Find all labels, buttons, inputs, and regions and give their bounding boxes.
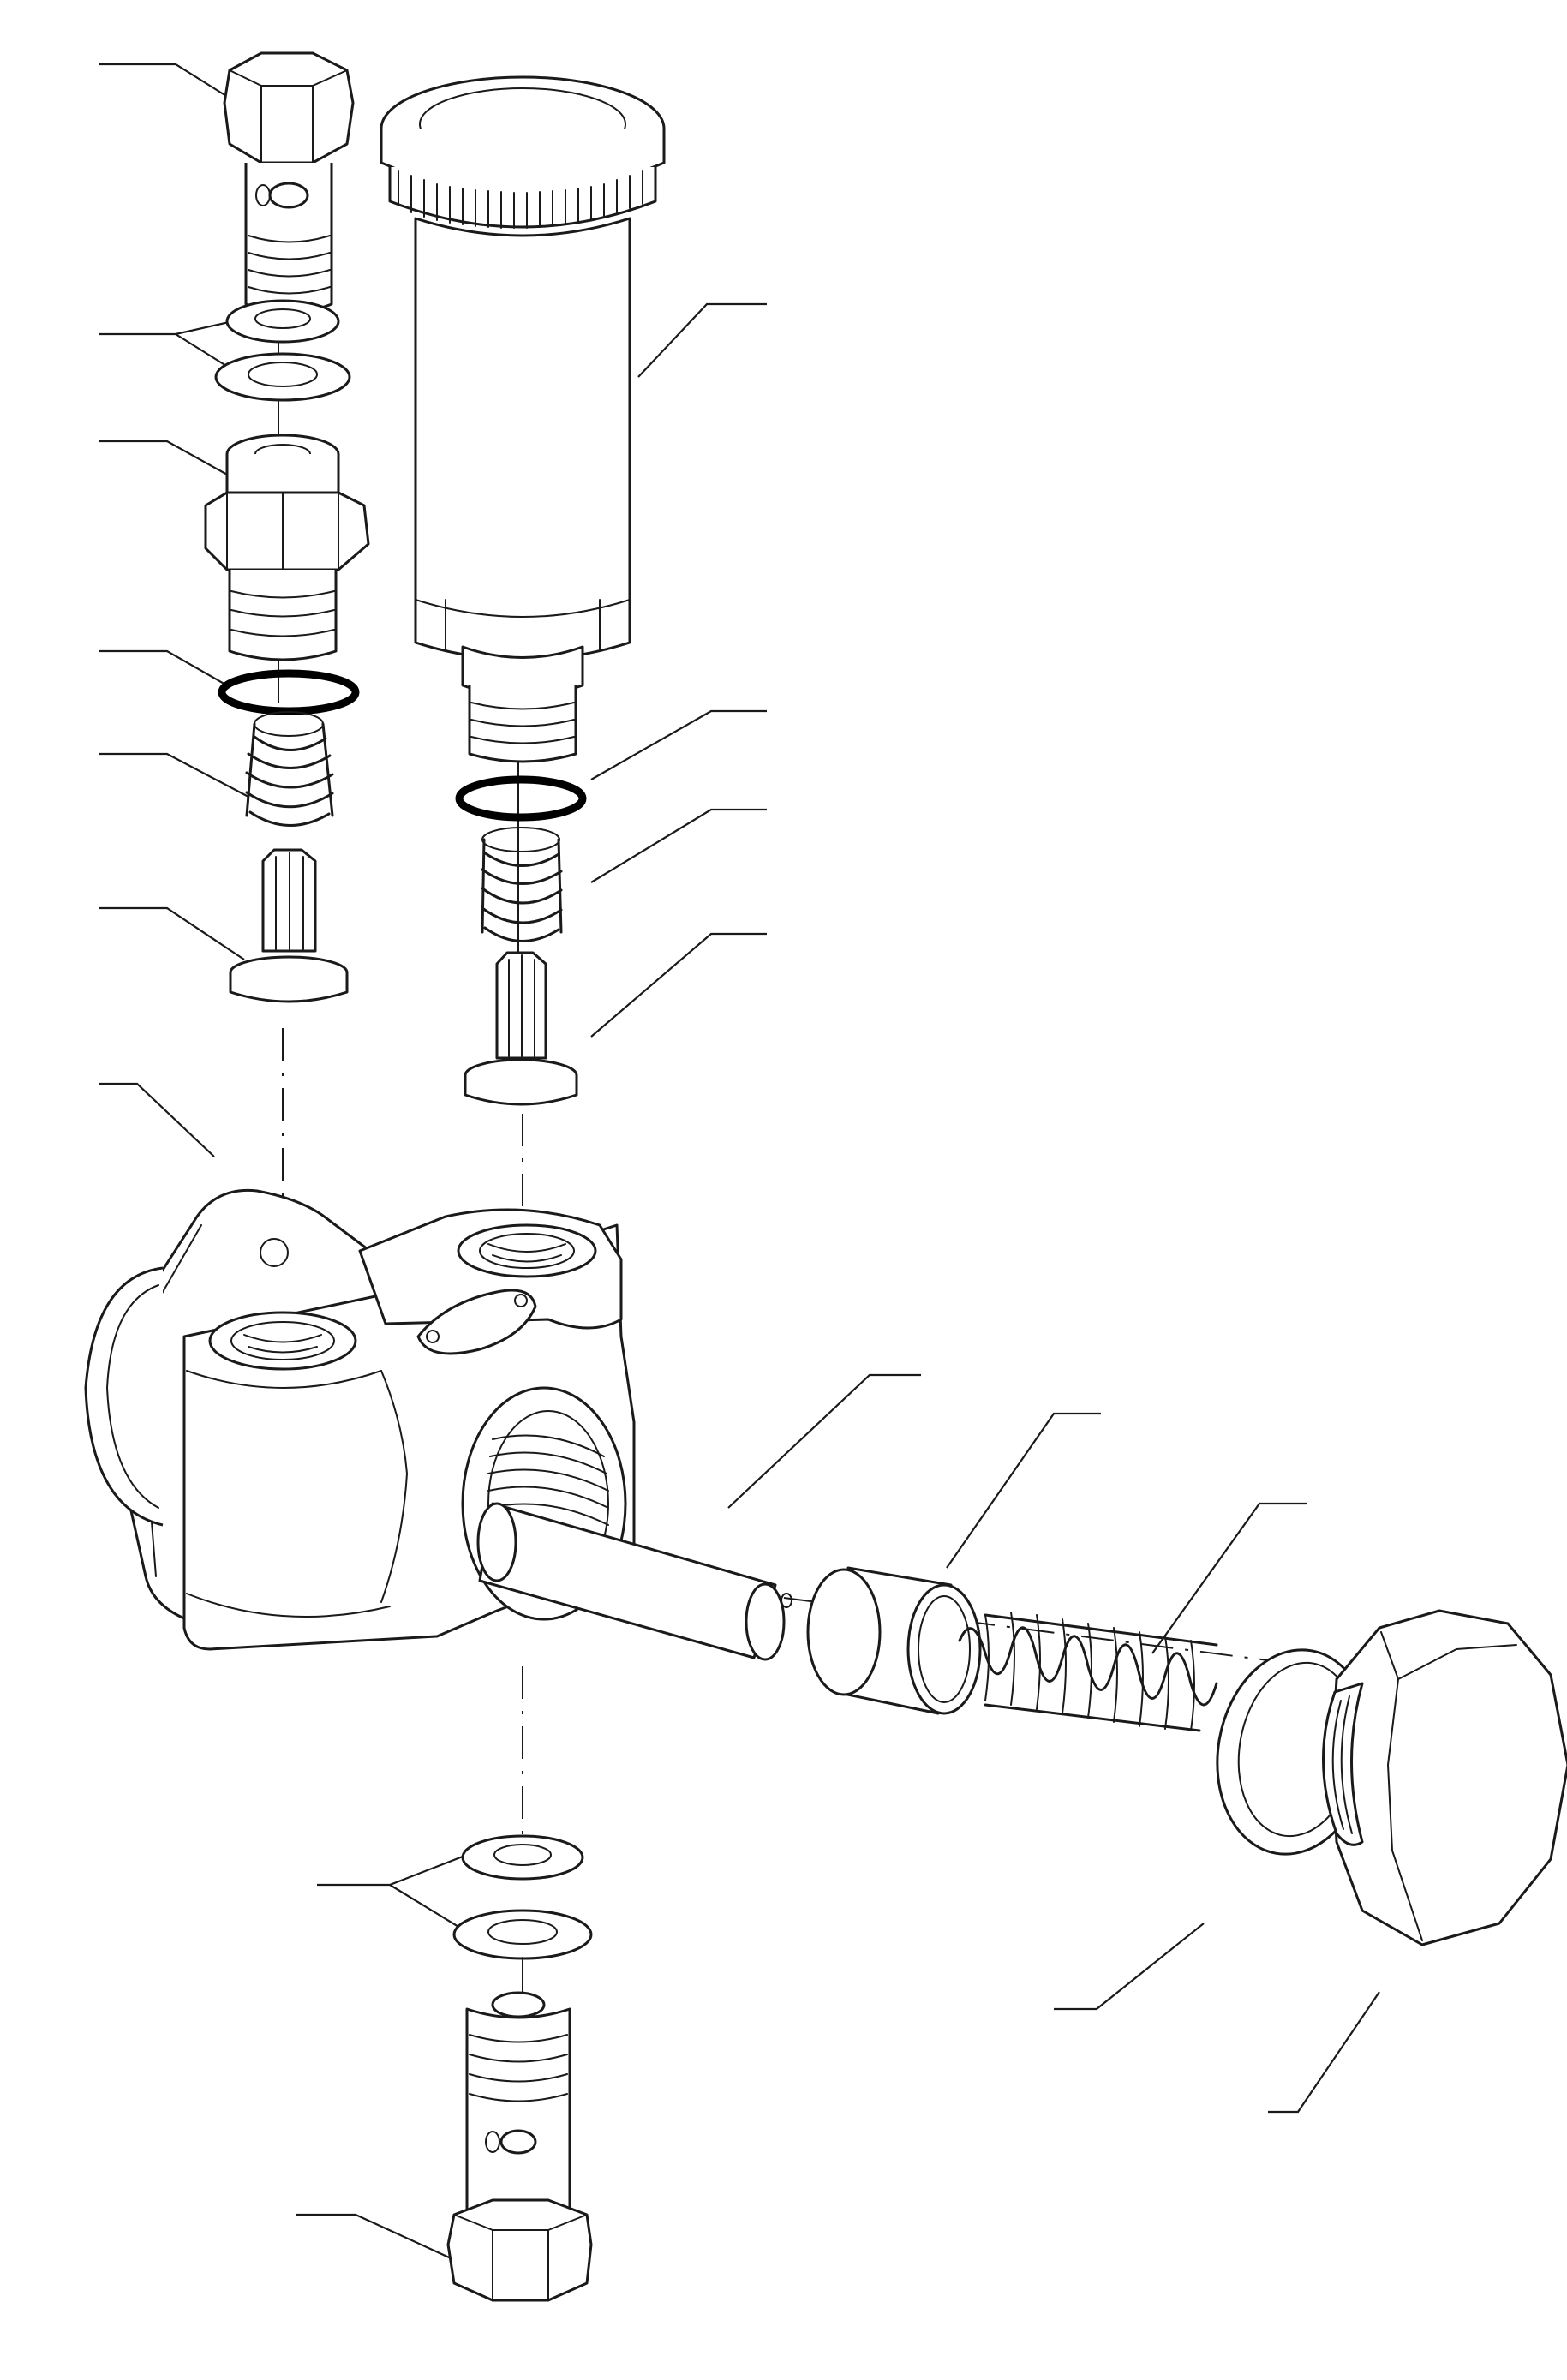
piston: [806, 1566, 982, 1715]
leader-banjo-bolt-bottom: [296, 2213, 459, 2263]
banjo-bolt-bottom: [446, 1957, 593, 2302]
leader-check-valve-right: [590, 932, 767, 1038]
leader-o-ring-left: [99, 649, 228, 686]
washers-top: [214, 299, 351, 402]
spring-right: [481, 827, 563, 942]
leader-washers-bottom-2: [389, 1884, 468, 1933]
leader-piston: [946, 1412, 1101, 1569]
leader-washers-top-1: [99, 317, 245, 336]
leader-piston-spring: [1151, 1502, 1307, 1654]
leader-plug: [1268, 1991, 1380, 2114]
leader-o-ring-right: [590, 709, 767, 780]
o-ring-right: [455, 775, 587, 822]
fitting-nipple: [204, 434, 370, 661]
spring-left: [245, 711, 334, 827]
check-valve-right: [464, 951, 578, 1106]
leader-pump-body: [99, 1082, 215, 1157]
plug: [1322, 1609, 1567, 1946]
leader-piston-rod: [727, 1373, 921, 1509]
leader-spring-left: [99, 752, 249, 798]
banjo-bolt-top: [223, 51, 355, 314]
leader-check-valve-left: [99, 906, 245, 960]
leader-gasket: [1054, 1923, 1205, 2011]
o-ring-left: [218, 669, 360, 715]
leader-priming-pump: [637, 302, 767, 378]
piston-spring: [958, 1612, 1218, 1732]
leader-lines: [99, 63, 1380, 2263]
leader-banjo-bolt-top: [99, 63, 245, 108]
leader-fitting-nipple: [99, 440, 245, 485]
priming-pump: [380, 75, 666, 763]
leader-spring-right: [590, 808, 767, 883]
piston-rod: [476, 1502, 792, 1661]
leader-washers-bottom-1: [317, 1853, 468, 1887]
check-valve-left: [229, 848, 349, 1003]
washers-bottom: [452, 1834, 593, 1960]
